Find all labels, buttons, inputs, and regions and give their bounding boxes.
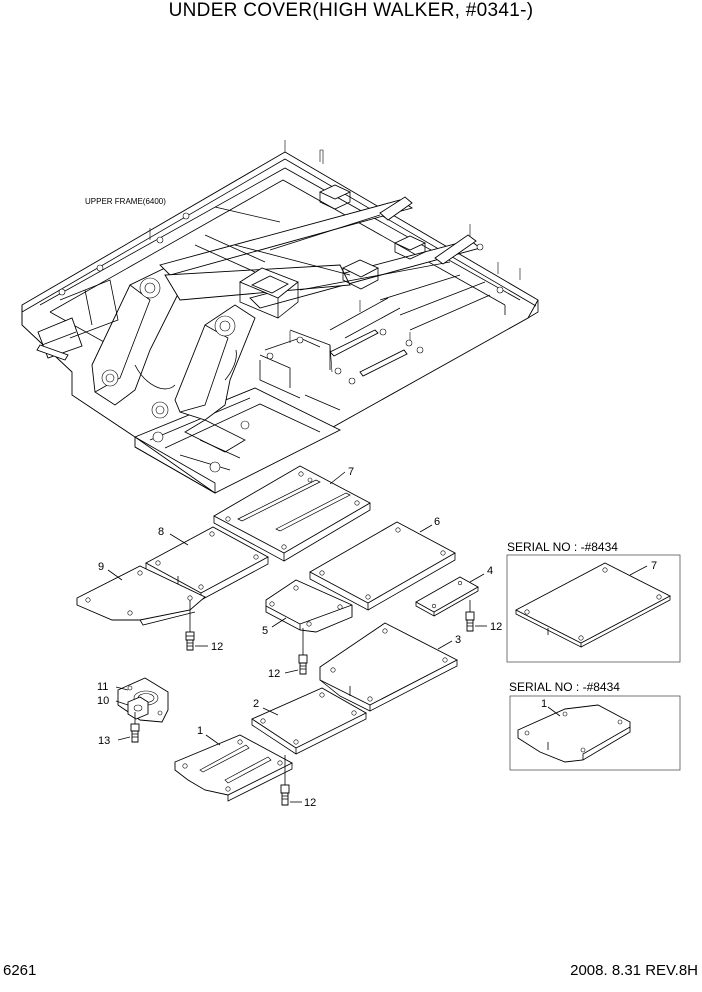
serial-box-part-1 [509,695,681,771]
callout-7: 7 [348,466,354,478]
callout-4: 4 [487,565,493,577]
part-6-cover [309,521,456,611]
bolt-13 [130,712,140,743]
bolt-12-b [298,628,308,675]
part-8-cover [145,526,269,601]
callout-10: 10 [97,695,109,707]
callout-11: 11 [97,681,108,693]
serial-part-1-cover [517,704,631,763]
bolt-12-c [465,600,475,632]
page-title: UNDER COVER(HIGH WALKER, #0341-) [168,0,534,21]
part-2-cover [251,687,367,755]
callout-2: 2 [253,698,259,710]
part-7-cover [213,465,371,562]
part-9-cover [76,565,206,626]
callout-12-d: 12 [304,797,316,809]
part-10-gasket [127,696,149,720]
serial-box-part-1-callout: 1 [541,698,547,710]
revision-date: 2008. 8.31 REV.8H [570,962,698,979]
part-4-cover [415,576,479,617]
callout-3: 3 [455,634,461,646]
bolt-12-a [185,600,195,651]
callout-1: 1 [197,725,203,737]
part-5-cover [265,579,353,633]
part-1-cover [174,734,293,802]
callout-8: 8 [158,526,164,538]
serial-box-part-7-label: SERIAL NO : -#8434 [507,540,618,554]
serial-part-7-cover [515,562,671,648]
serial-box-part-7-callout: 7 [651,560,657,572]
upper-frame-drawing [21,140,539,494]
serial-box-part-1-label: SERIAL NO : -#8434 [509,680,620,694]
callout-12-a: 12 [211,641,223,653]
page-number: 6261 [3,962,37,979]
callout-12-b: 12 [268,668,280,680]
part-3-cover [319,622,458,712]
callout-13: 13 [98,735,110,747]
serial-box-part-7 [506,554,681,663]
callout-6: 6 [434,516,440,528]
bolt-12-d [280,755,290,806]
callout-5: 5 [262,625,268,637]
upper-frame-label: UPPER FRAME(6400) [85,197,166,206]
callout-12-c: 12 [490,621,502,633]
callout-9: 9 [98,561,104,573]
